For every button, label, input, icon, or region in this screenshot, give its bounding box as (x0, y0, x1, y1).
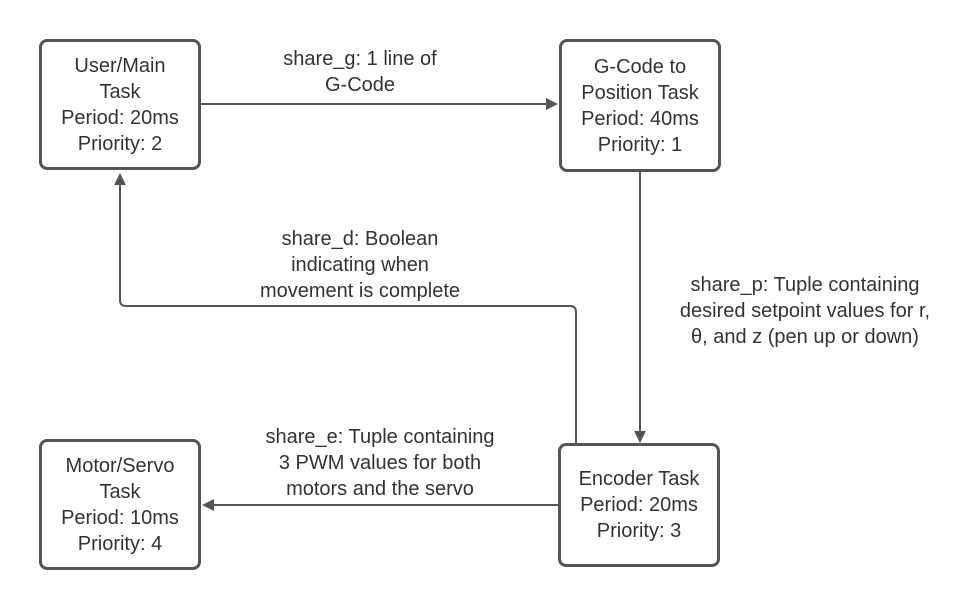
box-line: Period: 40ms (581, 107, 699, 130)
edge-label-line: θ, and z (pen up or down) (691, 326, 919, 348)
encoder-task-box: Encoder Task Period: 20ms Priority: 3 (558, 443, 720, 567)
box-line: Priority: 2 (77, 132, 163, 155)
edge-label-line: G-Code (324, 74, 396, 96)
box-line: Position Task (581, 81, 699, 104)
edge-label-line: indicating when (291, 254, 429, 276)
gcode-position-task-box: G-Code to Position Task Period: 40ms Pri… (559, 39, 721, 172)
box-line: Task (99, 480, 141, 503)
box-line: Priority: 1 (597, 133, 683, 156)
edge-label-line: share_g: 1 line of (283, 48, 437, 70)
edge-label-line: share_e: Tuple containing (265, 426, 495, 448)
edge-label-share-g: share_g: 1 line of G-Code (250, 46, 470, 98)
box-line: User/Main (74, 54, 166, 77)
edge-label-share-e: share_e: Tuple containing 3 PWM values f… (240, 424, 520, 502)
box-line: Task (99, 80, 141, 103)
box-line: Period: 20ms (61, 106, 179, 129)
edge-label-share-d: share_d: Boolean indicating when movemen… (240, 226, 480, 304)
box-line: Priority: 3 (596, 520, 682, 542)
user-main-task-box: User/Main Task Period: 20ms Priority: 2 (39, 39, 201, 170)
box-line: Motor/Servo (65, 454, 175, 477)
edge-label-line: 3 PWM values for both (278, 452, 482, 474)
edge-label-line: movement is complete (259, 280, 461, 302)
arrow-share-d (114, 173, 577, 443)
box-line: Priority: 4 (77, 532, 163, 555)
edge-label-line: motors and the servo (286, 478, 474, 500)
motor-servo-task-box: Motor/Servo Task Period: 10ms Priority: … (39, 439, 201, 570)
box-line: G-Code to (593, 55, 687, 78)
edge-label-line: share_p: Tuple containing (690, 274, 920, 296)
box-line: Encoder Task (578, 468, 700, 490)
box-line: Period: 10ms (61, 506, 179, 529)
edge-label-line: desired setpoint values for r, (679, 300, 931, 322)
box-line: Period: 20ms (580, 494, 698, 516)
edge-label-share-p: share_p: Tuple containing desired setpoi… (650, 272, 960, 350)
edge-label-line: share_d: Boolean (281, 228, 439, 250)
